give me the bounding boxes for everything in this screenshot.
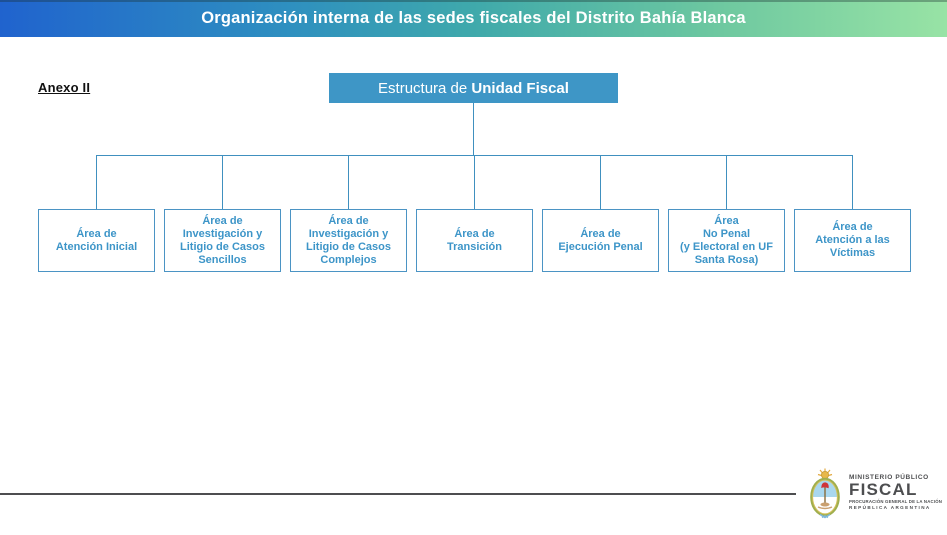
area-node-investigacion-complejos: Área de Investigación y Litigio de Casos… bbox=[290, 209, 407, 272]
area-node-victimas: Área de Atención a las Víctimas bbox=[794, 209, 911, 272]
root-node-text-bold: Unidad Fiscal bbox=[471, 79, 569, 97]
area-node-label: Área de Investigación y Litigio de Casos… bbox=[306, 214, 391, 266]
connector-drop-7 bbox=[852, 155, 853, 209]
page-title: Organización interna de las sedes fiscal… bbox=[201, 9, 746, 27]
logo-procuracion: PROCURACIÓN GENERAL DE LA NACIÓN bbox=[849, 499, 943, 504]
logo-republica: REPÚBLICA ARGENTINA bbox=[849, 505, 931, 510]
area-node-label: Área de Investigación y Litigio de Casos… bbox=[180, 214, 265, 266]
annex-label: Anexo II bbox=[38, 80, 91, 95]
area-node-ejecucion-penal: Área de Ejecución Penal bbox=[542, 209, 659, 272]
area-node-label: Área de Ejecución Penal bbox=[558, 227, 643, 253]
argentina-coat-of-arms-icon bbox=[810, 468, 840, 519]
area-node-atencion-inicial: Área de Atención Inicial bbox=[38, 209, 155, 272]
area-node-label: Área de Atención Inicial bbox=[55, 227, 138, 253]
area-node-transicion: Área de Transición bbox=[416, 209, 533, 272]
title-bar: Organización interna de las sedes fiscal… bbox=[0, 0, 947, 37]
logo-ministerio-publico: MINISTERIO PÚBLICO bbox=[849, 474, 929, 481]
area-node-no-penal: Área No Penal (y Electoral en UF Santa R… bbox=[668, 209, 785, 272]
root-node-text-regular: Estructura de bbox=[378, 79, 472, 97]
connector-drop-1 bbox=[96, 155, 97, 209]
logo-fiscal: FISCAL bbox=[849, 480, 918, 499]
connector-drop-6 bbox=[726, 155, 727, 209]
area-node-label: Área No Penal (y Electoral en UF Santa R… bbox=[680, 214, 773, 266]
area-node-investigacion-sencillos: Área de Investigación y Litigio de Casos… bbox=[164, 209, 281, 272]
connector-stem bbox=[473, 103, 474, 155]
connector-drop-4 bbox=[474, 155, 475, 209]
connector-drop-2 bbox=[222, 155, 223, 209]
footer-divider-line bbox=[0, 493, 796, 495]
area-node-label: Área de Transición bbox=[446, 227, 503, 253]
mpf-logo: MINISTERIO PÚBLICO FISCAL PROCURACIÓN GE… bbox=[806, 468, 942, 520]
connector-drop-5 bbox=[600, 155, 601, 209]
mpf-logo-text: MINISTERIO PÚBLICO FISCAL PROCURACIÓN GE… bbox=[849, 468, 942, 510]
connector-drop-3 bbox=[348, 155, 349, 209]
area-node-label: Área de Atención a las Víctimas bbox=[815, 221, 890, 259]
root-node-estructura-unidad-fiscal: Estructura de Unidad Fiscal bbox=[329, 73, 618, 103]
